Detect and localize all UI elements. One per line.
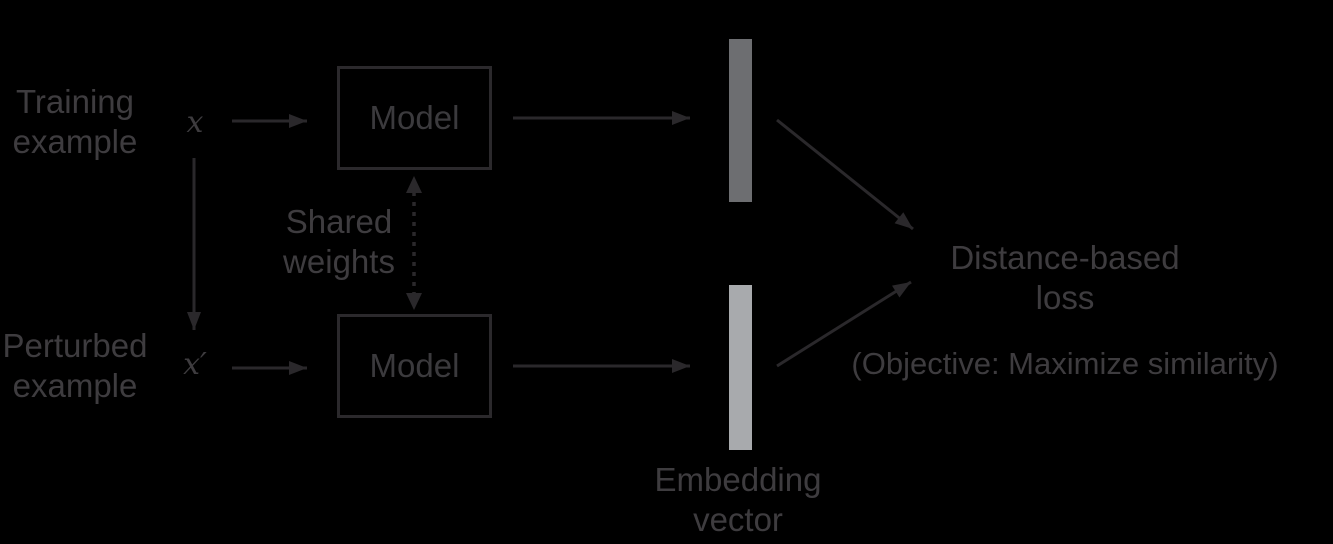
- perturbed-example-label: Perturbed example: [0, 326, 150, 406]
- embedding-vector-line1: Embedding: [654, 461, 822, 498]
- objective-label: (Objective: Maximize similarity): [851, 346, 1279, 381]
- perturbed-example-line2: example: [12, 367, 138, 404]
- arrow-embedding-top-to-loss: [776, 118, 914, 231]
- model-box-top: Model: [337, 66, 492, 170]
- embedding-bar-top: [729, 39, 752, 202]
- perturbed-example-line1: Perturbed: [2, 327, 148, 364]
- arrow-embedding-bottom-to-loss: [776, 280, 912, 368]
- input-x-prime-label: x′: [183, 347, 207, 382]
- shared-weights-arrowhead-up-icon: [406, 176, 422, 193]
- shared-weights-line2: weights: [283, 243, 395, 280]
- embedding-vector-label: Embedding vector: [637, 460, 839, 540]
- loss-line2: loss: [1035, 279, 1095, 316]
- model-box-bottom-label: Model: [369, 347, 460, 384]
- embedding-vector-line2: vector: [693, 501, 783, 538]
- training-example-line2: example: [12, 123, 138, 160]
- model-box-bottom: Model: [337, 314, 492, 418]
- shared-weights-arrowhead-down-icon: [406, 293, 422, 310]
- input-x-label: x: [186, 105, 204, 140]
- training-example-label: Training example: [0, 82, 150, 162]
- loss-line1: Distance-based: [950, 239, 1180, 276]
- shared-weights-line1: Shared: [285, 203, 393, 240]
- embedding-bar-bottom: [729, 285, 752, 450]
- shared-weights-label: Shared weights: [258, 202, 420, 282]
- model-box-top-label: Model: [369, 99, 460, 136]
- distance-based-loss-label: Distance-based loss: [914, 238, 1216, 318]
- training-example-line1: Training: [16, 83, 134, 120]
